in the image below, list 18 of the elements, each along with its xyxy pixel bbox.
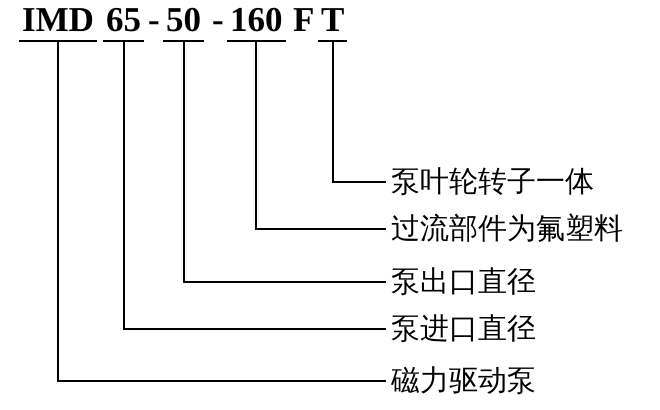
leader-line bbox=[123, 42, 386, 330]
leader-line bbox=[183, 42, 386, 283]
description-text: 过流部件为氟塑料 bbox=[386, 212, 623, 246]
description-text: 泵叶轮转子一体 bbox=[386, 165, 594, 199]
leader-line bbox=[57, 42, 386, 382]
description-text: 泵进口直径 bbox=[386, 312, 536, 346]
code-segment: 50 bbox=[163, 0, 204, 42]
separator-dash: - bbox=[211, 0, 225, 40]
code-segment: IMD bbox=[19, 0, 97, 42]
description-text: 磁力驱动泵 bbox=[386, 364, 536, 398]
separator-dash: - bbox=[147, 0, 161, 40]
code-letter: F bbox=[292, 0, 316, 40]
description-text: 泵出口直径 bbox=[386, 265, 536, 299]
code-segment: 160 bbox=[227, 0, 286, 42]
leader-line bbox=[332, 42, 386, 183]
code-segment: T bbox=[318, 0, 348, 42]
leader-line bbox=[255, 42, 386, 230]
code-segment: 65 bbox=[103, 0, 144, 42]
